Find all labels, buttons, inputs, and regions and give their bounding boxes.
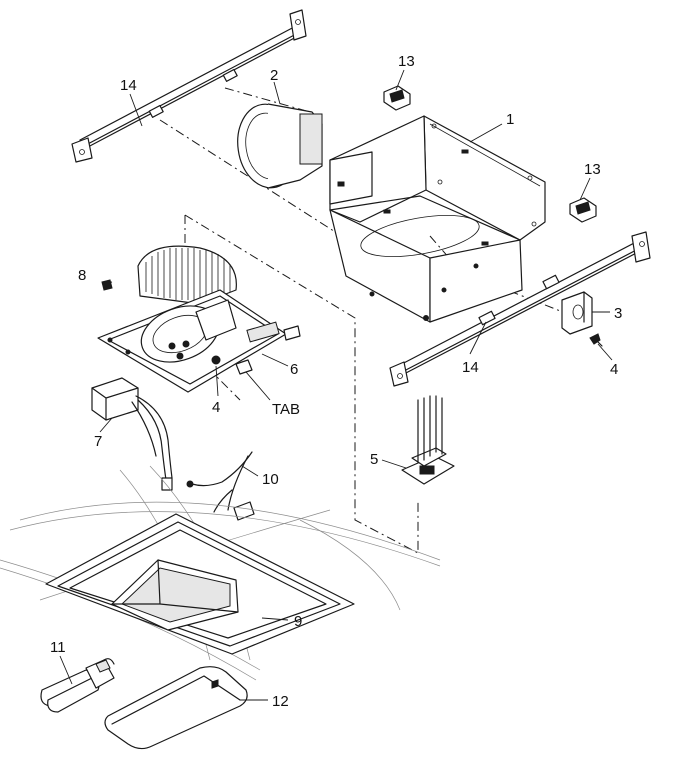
wire-harness [186, 451, 255, 521]
nut [101, 279, 113, 291]
callout-13-right: 13 [584, 161, 601, 178]
callout-14-bottom: 14 [462, 359, 479, 376]
mounting-clip-top [383, 85, 411, 111]
callout-7: 7 [94, 433, 102, 450]
fan-housing [329, 115, 546, 323]
callout-3: 3 [614, 305, 622, 322]
hanger-bar-lower [389, 231, 651, 387]
callout-2: 2 [270, 67, 278, 84]
blower-motor-assembly [97, 245, 301, 393]
mounting-bracket [561, 291, 593, 335]
callout-9: 9 [294, 613, 302, 630]
hanger-bar-upper [71, 9, 307, 163]
callout-6: 6 [290, 361, 298, 378]
callout-tab: TAB [272, 401, 300, 418]
fluorescent-lamp [40, 658, 115, 713]
callout-1: 1 [506, 111, 514, 128]
light-lens [104, 666, 248, 750]
callout-13-top: 13 [398, 53, 415, 70]
callout-4-left: 4 [212, 399, 220, 416]
leader-lines [59, 69, 613, 701]
callout-14-top: 14 [120, 77, 137, 94]
duct-connector [237, 103, 323, 189]
callout-4-right: 4 [610, 361, 618, 378]
callout-5: 5 [370, 451, 378, 468]
ballast [91, 377, 173, 491]
callout-8: 8 [78, 267, 86, 284]
callout-10: 10 [262, 471, 279, 488]
mounting-clip-right [569, 197, 597, 223]
callout-12: 12 [272, 693, 289, 710]
callout-11: 11 [50, 639, 66, 656]
callout-labels: 1 2 3 4 4 5 6 7 8 9 10 11 12 13 13 14 14… [50, 53, 622, 710]
grille [45, 513, 355, 655]
screw-right [589, 333, 603, 347]
wiring-receptacle [401, 395, 455, 485]
